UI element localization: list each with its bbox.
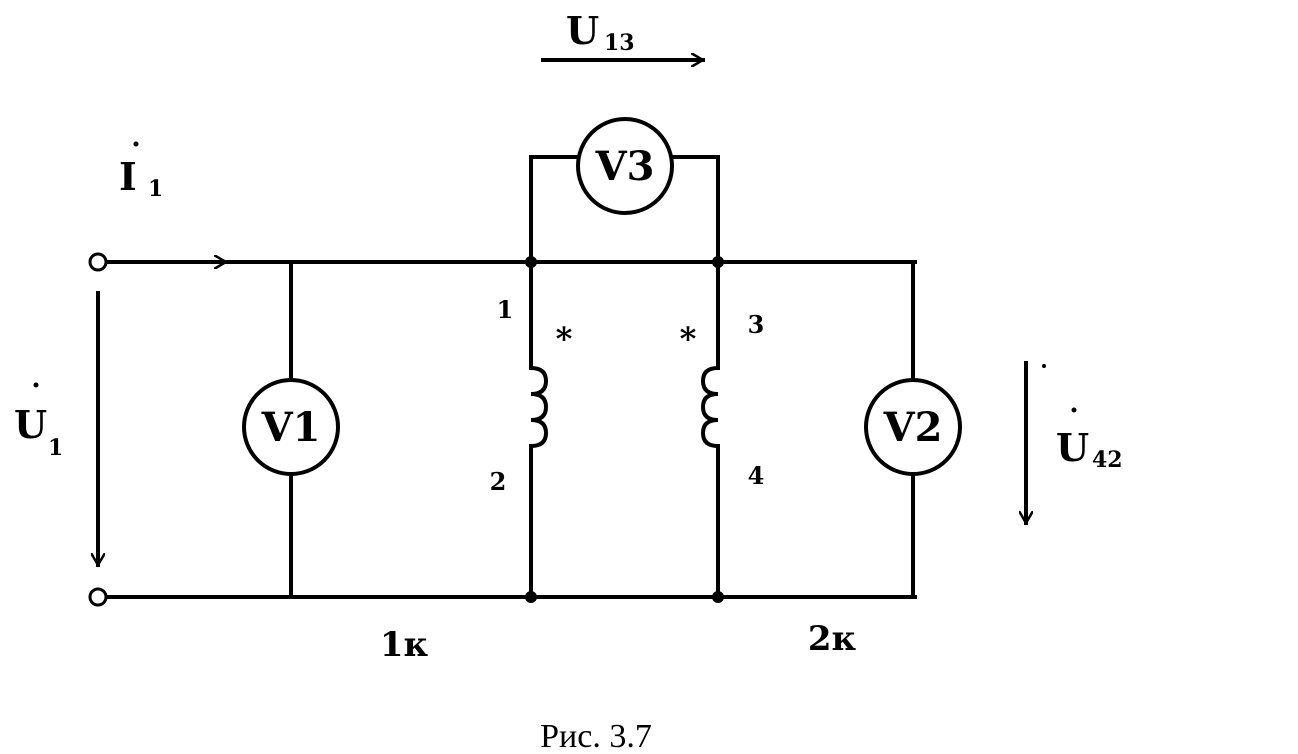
input-terminal-top xyxy=(88,252,108,272)
voltmeter-v1 xyxy=(242,378,340,476)
i1-subscript: 1 xyxy=(148,176,163,202)
coil2-label: 2к xyxy=(808,619,857,659)
i1-label: I xyxy=(119,154,137,199)
v1-label: V1 xyxy=(261,404,321,451)
polarity-star-right: * xyxy=(680,320,697,358)
u42-label: U xyxy=(1056,425,1089,470)
terminal-4-label: 4 xyxy=(748,461,765,490)
phasor-dot xyxy=(33,382,39,388)
u1-label: U xyxy=(14,402,47,447)
junction-dot xyxy=(712,256,724,268)
phasor-dot xyxy=(133,141,139,147)
junction-dot xyxy=(525,591,537,603)
figure-caption: Рис. 3.7 xyxy=(540,718,652,754)
coil1-label: 1к xyxy=(380,625,429,665)
u1-subscript: 1 xyxy=(48,435,63,461)
u42-subscript: 42 xyxy=(1092,447,1123,473)
phasor-dot xyxy=(1071,407,1077,413)
voltmeter-v3 xyxy=(576,117,674,215)
junction-dot xyxy=(525,256,537,268)
phasor-dot xyxy=(1042,364,1046,368)
v3-label: V3 xyxy=(595,143,655,190)
terminal-3-label: 3 xyxy=(748,310,765,339)
terminal-1-label: 1 xyxy=(497,295,514,324)
u13-subscript: 13 xyxy=(604,30,635,56)
polarity-star-left: * xyxy=(556,320,573,358)
junction-dot xyxy=(712,591,724,603)
voltmeter-v2 xyxy=(864,378,962,476)
u13-label: U xyxy=(566,8,599,53)
coil1-winding xyxy=(528,365,549,449)
coil2-winding xyxy=(700,365,721,449)
input-terminal-bottom xyxy=(88,587,108,607)
v2-label: V2 xyxy=(883,404,943,451)
terminal-2-label: 2 xyxy=(490,467,507,496)
